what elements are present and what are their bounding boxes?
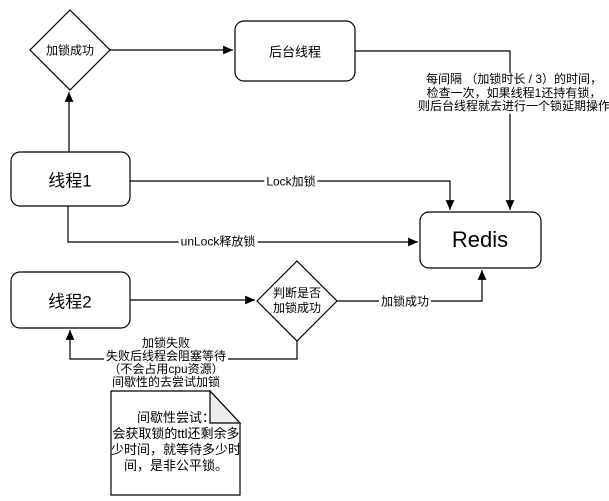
note-line4: 间，是非公平锁。 <box>123 458 229 473</box>
background-thread-label: 后台线程 <box>268 44 322 60</box>
note-shape <box>110 390 241 496</box>
lock-success-decision-label: 加锁成功 <box>45 43 95 58</box>
renew-annotation: 每间隔 （加锁时长 / 3）的时间， 检查一次，如果线程1还持有锁， 则后台线程… <box>415 71 609 114</box>
rect-thread1 <box>10 151 131 207</box>
rect-redis <box>419 211 542 269</box>
note-line3: 少时间，就等待多少时 <box>110 442 242 457</box>
thread2-label: 线程2 <box>48 292 92 312</box>
fail-edge-label-line2: 失败后线程会阻塞等待 <box>105 349 227 363</box>
try-success-edge-label: 加锁成功 <box>378 292 432 310</box>
lock-edge-label: Lock加锁 <box>264 172 318 190</box>
unlock-edge-label: unLock释放锁 <box>178 232 258 250</box>
fail-edge-label-line1: 加锁失败 <box>141 336 191 350</box>
note-fold-corner <box>209 389 242 424</box>
diamond-lock-success <box>29 9 111 91</box>
renew-annotation-line1: 每间隔 （加锁时长 / 3）的时间， <box>425 71 603 86</box>
note-line1: 间歇性尝试： <box>136 410 216 425</box>
fail-edge-label-line3: （不会占用cpu资源） <box>108 362 224 376</box>
renew-annotation-line2: 检查一次，如果线程1还持有锁， <box>426 85 602 100</box>
note-text: 间歇性尝试： 会获取锁的ttl还剩余多 少时间，就等待多少时 间，是非公平锁。 <box>111 410 241 474</box>
fail-edge-label: 加锁失败 失败后线程会阻塞等待 （不会占用cpu资源） 间歇性的去尝试加锁 <box>103 336 229 389</box>
edge-thread1-unlock-to-redis <box>67 206 418 247</box>
redis-label: Redis <box>451 227 509 252</box>
try-lock-decision-label: 判断是否 加锁成功 <box>273 286 321 316</box>
renew-annotation-line3: 则后台线程就去进行一个锁延期操作 <box>417 98 609 113</box>
try-lock-decision-line2: 加锁成功 <box>272 301 322 315</box>
thread1-label: 线程1 <box>48 171 92 191</box>
fail-edge-label-line4: 间歇性的去尝试加锁 <box>111 375 221 389</box>
note-line2: 会获取锁的ttl还剩余多 <box>112 426 240 441</box>
edge-background-thread-to-redis <box>355 50 515 210</box>
try-lock-decision-line1: 判断是否 <box>272 286 322 300</box>
edge-thread1-lock-to-redis <box>130 180 455 210</box>
